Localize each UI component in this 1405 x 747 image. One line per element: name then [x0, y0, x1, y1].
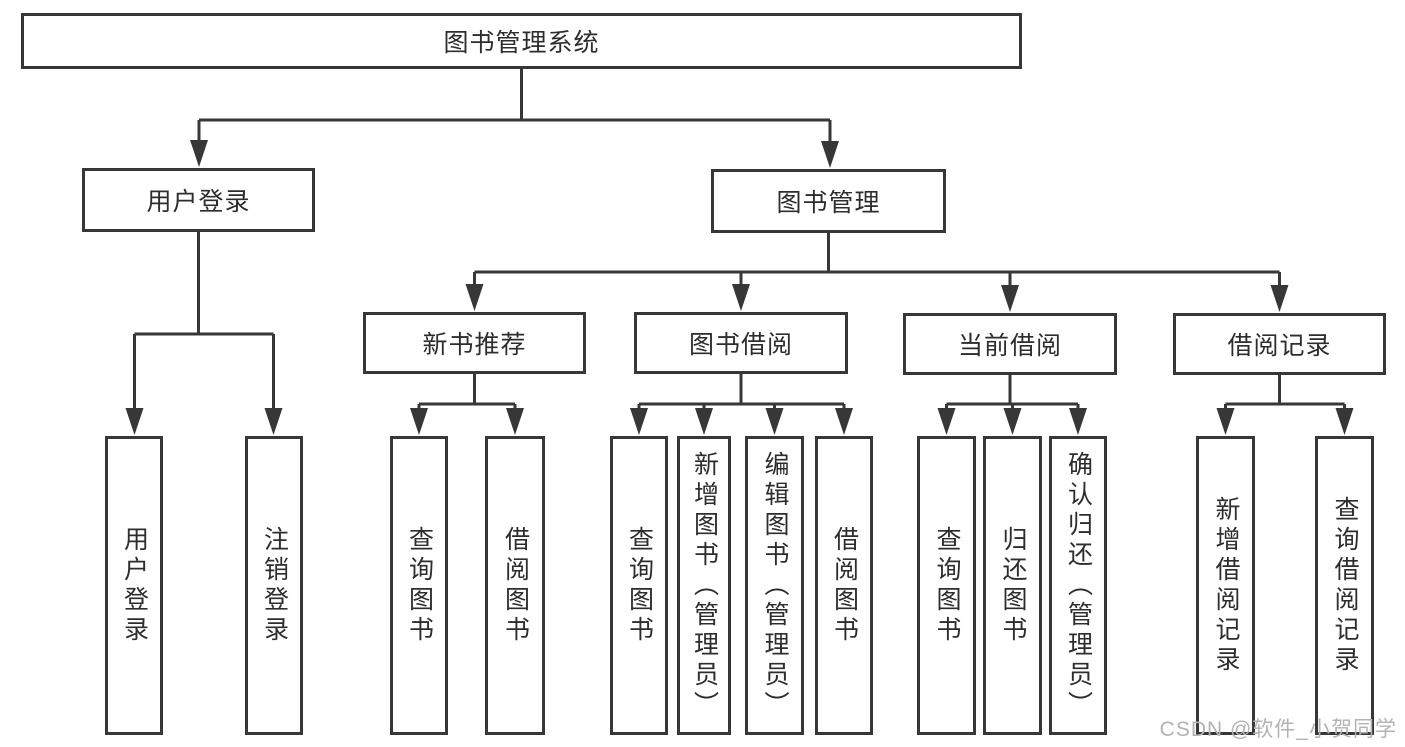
leaf-label: 借阅图书: [830, 525, 859, 646]
leaf-label: 用户登录: [120, 525, 149, 646]
leaf-label: 归还图书: [999, 525, 1027, 646]
leaf-label: 查询图书: [625, 525, 654, 646]
node-leaf-query-books-2: 查询图书: [610, 436, 668, 735]
node-leaf-add-books-admin: 新增图书（管理员）: [677, 436, 731, 735]
node-leaf-return-books: 归还图书: [983, 436, 1042, 735]
node-book-management: 图书管理: [711, 169, 946, 233]
leaf-label: 注销登录: [260, 525, 289, 646]
node-leaf-query-books-1: 查询图书: [390, 436, 448, 735]
node-leaf-add-borrow-record: 新增借阅记录: [1196, 436, 1255, 735]
node-root-system: 图书管理系统: [21, 13, 1022, 69]
node-user-login: 用户登录: [82, 168, 315, 232]
leaf-label: 编辑图书（管理员）: [761, 450, 789, 721]
leaf-label: 新增借阅记录: [1212, 495, 1240, 676]
node-leaf-borrow-books-1: 借阅图书: [485, 436, 545, 735]
node-leaf-logout: 注销登录: [245, 436, 303, 735]
node-current-borrow: 当前借阅: [903, 313, 1117, 375]
leaf-label: 确认归还（管理员）: [1064, 450, 1093, 721]
node-leaf-edit-books-admin: 编辑图书（管理员）: [745, 436, 804, 735]
leaf-label: 查询借阅记录: [1331, 495, 1359, 676]
csdn-watermark: CSDN @软件_小贺同学: [1159, 718, 1397, 741]
node-leaf-confirm-return-admin: 确认归还（管理员）: [1049, 436, 1107, 735]
node-new-book-recommend: 新书推荐: [363, 312, 586, 374]
node-book-borrow: 图书借阅: [634, 312, 848, 374]
node-leaf-borrow-books-2: 借阅图书: [815, 436, 873, 735]
node-leaf-query-books-3: 查询图书: [917, 436, 976, 735]
node-leaf-user-login: 用户登录: [105, 436, 163, 735]
leaf-label: 查询图书: [405, 525, 434, 646]
node-leaf-query-borrow-record: 查询借阅记录: [1315, 436, 1374, 735]
node-borrow-records: 借阅记录: [1173, 313, 1386, 375]
leaf-label: 新增图书（管理员）: [690, 450, 719, 721]
leaf-label: 查询图书: [933, 525, 961, 646]
leaf-label: 借阅图书: [501, 525, 530, 646]
